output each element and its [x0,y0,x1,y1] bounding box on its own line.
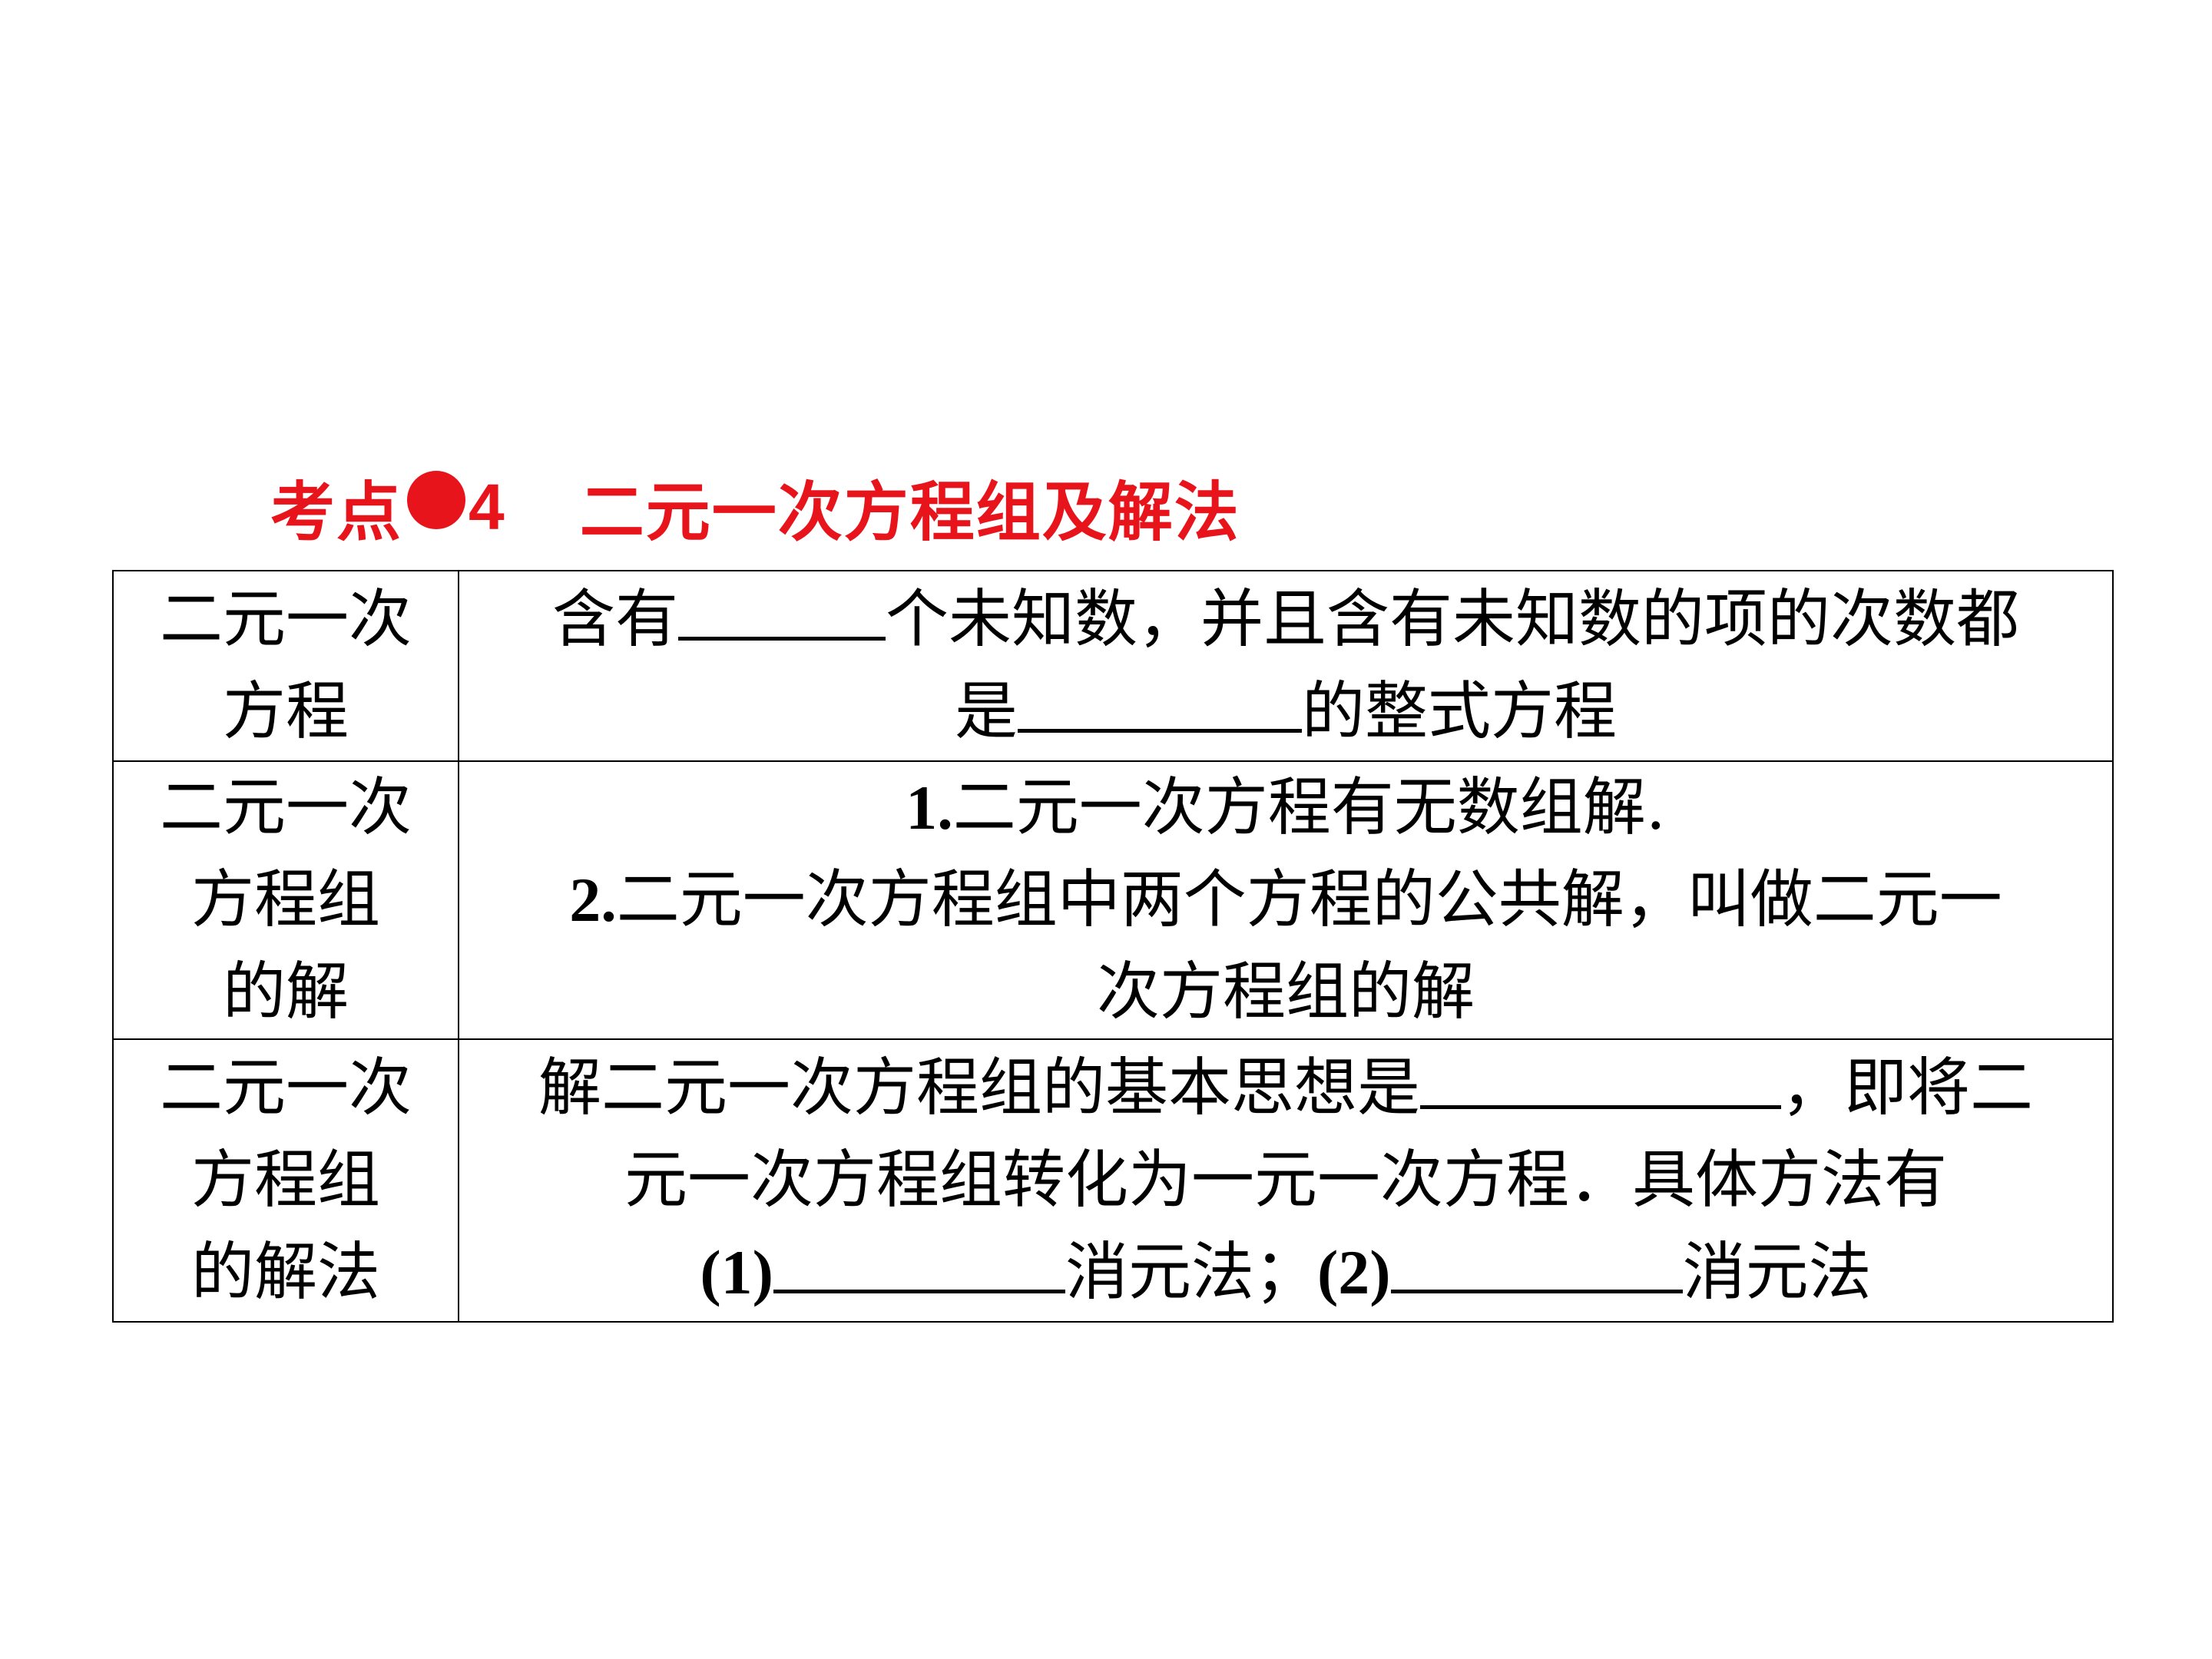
description-cell: 解二元一次方程组的基本思想是 ，即将二 元一次方程组转化为一元一次方程．具体方法有… [458,1038,2114,1323]
table-row: 二元一次 方程组 的解法 解二元一次方程组的基本思想是 ，即将二 元一次方程组转化… [112,1038,2114,1323]
term-line: 二元一次 [159,583,412,656]
desc-text: 二元一次方程组中两个方程的公共解，叫做二元一 [616,863,2002,936]
desc-line: 次方程组的解 [1096,955,1475,1028]
desc-text: 消元法 [1682,1236,1872,1309]
term-line: 方程组 [190,1144,380,1217]
desc-line: (1) 消元法；(2) 消元法 [470,1227,2101,1319]
fill-blank[interactable] [773,1236,1065,1293]
term-line: 的解法 [190,1236,380,1309]
term-cell: 二元一次 方程组 的解法 [112,1038,459,1323]
term-line: 二元一次 [159,771,412,844]
term-line: 方程 [222,675,349,748]
desc-text: 消元法； [1065,1236,1317,1309]
list-number: (2) [1317,1237,1391,1307]
term-line: 二元一次 [159,1051,412,1124]
heading-prefix: 考点 [270,474,403,550]
desc-text: 含有 [551,583,678,656]
bullet-circle-icon [407,471,466,529]
table-row: 二元一次 方程 含有 个未知数，并且含有未知数的项的次数都 是 的整式方程 [112,570,2114,762]
term-cell: 二元一次 方程组 的解 [112,760,459,1040]
desc-line: 1.二元一次方程有无数组解. [470,762,2101,854]
fill-blank[interactable] [1420,1051,1781,1109]
fill-blank[interactable] [1018,675,1302,733]
term-line: 的解 [222,955,349,1028]
fill-blank[interactable] [1390,1236,1683,1293]
desc-line: 含有 个未知数，并且含有未知数的项的次数都 [470,574,2101,666]
heading-number: 4 [469,470,506,543]
knowledge-table: 二元一次 方程 含有 个未知数，并且含有未知数的项的次数都 是 的整式方程 二元一次… [112,570,2114,1323]
desc-text: 个未知数，并且含有未知数的项的次数都 [886,583,2020,656]
description-cell: 含有 个未知数，并且含有未知数的项的次数都 是 的整式方程 [458,570,2114,762]
desc-text: ，即将二 [1781,1051,2034,1124]
desc-text: 的整式方程 [1302,675,1618,748]
desc-text: 二元一次方程有无数组解. [952,771,1666,844]
desc-line: 2.二元一次方程组中两个方程的公共解，叫做二元一 [470,854,2101,946]
desc-line: 是 的整式方程 [470,666,2101,758]
list-number: (1) [700,1237,773,1307]
desc-text: 解二元一次方程组的基本思想是 [538,1051,1420,1124]
desc-line: 元一次方程组转化为一元一次方程．具体方法有 [624,1144,1947,1217]
fill-blank[interactable] [678,583,886,641]
desc-line: 解二元一次方程组的基本思想是 ，即将二 [470,1042,2101,1134]
description-cell: 1.二元一次方程有无数组解. 2.二元一次方程组中两个方程的公共解，叫做二元一 … [458,760,2114,1040]
list-number: 1. [906,773,953,843]
heading-title: 二元一次方程组及解法 [579,474,1240,550]
term-line: 方程组 [190,863,380,936]
list-number: 2. [569,865,617,935]
section-heading: 考点 4 二元一次方程组及解法 [270,461,1240,553]
term-cell: 二元一次 方程 [112,570,459,762]
desc-text: 是 [954,675,1018,748]
table-row: 二元一次 方程组 的解 1.二元一次方程有无数组解. 2.二元一次方程组中两个方… [112,760,2114,1040]
